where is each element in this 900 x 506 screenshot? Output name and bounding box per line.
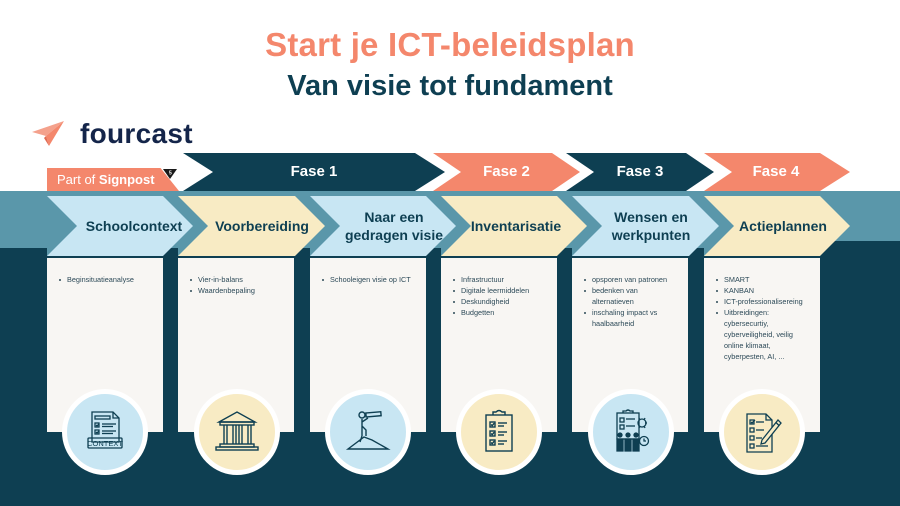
- list-item: opsporen van patronen: [584, 274, 680, 285]
- step-2-items: Vier-in-balans Waardenbepaling: [188, 274, 286, 296]
- step-5-title: Wensen en werkpunten: [611, 209, 691, 243]
- clipboard-checklist-icon: [485, 409, 513, 452]
- step-6-title: Actieplannen: [739, 218, 827, 234]
- list-item: bedenken van alternatieven: [584, 285, 680, 307]
- paper-plane-icon: [32, 121, 64, 146]
- svg-text:5: 5: [169, 171, 172, 177]
- phase-arrows: [183, 153, 850, 191]
- signpost-tagline: Part of Signpost: [47, 168, 179, 191]
- list-item: ICT-professionalisereing: [716, 296, 812, 307]
- step-2-icon-circle: [194, 389, 280, 475]
- step-1-icon-circle: CONTEXT: [62, 389, 148, 475]
- list-item: KANBAN: [716, 285, 812, 296]
- phase-3-label: Fase 3: [616, 162, 664, 180]
- step-6-items: SMART KANBAN ICT-professionalisereing Ui…: [714, 274, 812, 362]
- list-item: Vier-in-balans: [190, 274, 286, 285]
- step-1-title: Schoolcontext: [85, 218, 183, 234]
- step-2-title: Voorbereiding: [215, 218, 309, 234]
- step-3-items: Schooleigen visie op ICT: [320, 274, 418, 285]
- logo-text: fourcast: [80, 118, 193, 149]
- list-item: Beginsituatieanalyse: [59, 274, 155, 285]
- step-6-chevron: [704, 196, 850, 256]
- step-4-icon-circle: [456, 389, 542, 475]
- list-item: Digitale leermiddelen: [453, 285, 549, 296]
- tagline-prefix: Part of: [57, 172, 96, 187]
- step-3-icon-circle: [325, 389, 411, 475]
- step-6-icon-circle: [719, 389, 805, 475]
- phase-2-arrow: [433, 153, 580, 191]
- step-4-items: Infrastructuur Digitale leermiddelen Des…: [451, 274, 549, 318]
- step-3-chevron: [310, 196, 456, 256]
- list-item: Infrastructuur: [453, 274, 549, 285]
- phase-2-label: Fase 2: [483, 162, 530, 180]
- step-3-title: Naar een gedragen visie: [344, 209, 444, 243]
- phase-4-arrow: [704, 153, 850, 191]
- list-item: Budgetten: [453, 307, 549, 318]
- step-1-items: Beginsituatieanalyse: [57, 274, 155, 285]
- tagline-brand: Signpost: [98, 172, 155, 187]
- team-planning-icon: [616, 409, 650, 452]
- signpost-badge-icon: 5: [163, 169, 177, 179]
- list-item: Schooleigen visie op ICT: [322, 274, 418, 285]
- list-item: inschaling impact vs haalbaarheid: [584, 307, 680, 329]
- page-subtitle: Van visie tot fundament: [287, 70, 613, 102]
- phase-1-arrow: [183, 153, 445, 191]
- phase-1-label: Fase 1: [290, 162, 338, 180]
- svg-text:CONTEXT: CONTEXT: [87, 439, 123, 448]
- step-2-chevron: [178, 196, 325, 256]
- step-5-icon-circle: [588, 389, 674, 475]
- step-1-chevron: [47, 196, 193, 256]
- step-4-chevron: [441, 196, 587, 256]
- page-title: Start je ICT-beleidsplan: [265, 26, 635, 63]
- phase-4-label: Fase 4: [752, 162, 800, 180]
- step-5-chevron: [572, 196, 719, 256]
- step-chevrons: [0, 196, 900, 258]
- list-item: Waardenbepaling: [190, 285, 286, 296]
- building-columns-icon: [215, 411, 259, 451]
- phase-3-arrow: [566, 153, 714, 191]
- fourcast-logo: fourcast: [32, 118, 193, 150]
- list-item: SMART: [716, 274, 812, 285]
- step-5-items: opsporen van patronen bedenken van alter…: [582, 274, 680, 329]
- checklist-pen-icon: [746, 413, 782, 453]
- step-4-title: Inventarisatie: [470, 218, 562, 234]
- list-item: Uitbreidingen: cybersecurtiy, cyberveili…: [716, 307, 812, 362]
- context-document-icon: CONTEXT: [87, 411, 123, 449]
- list-item: Deskundigheid: [453, 296, 549, 307]
- telescope-mountain-icon: [345, 410, 391, 450]
